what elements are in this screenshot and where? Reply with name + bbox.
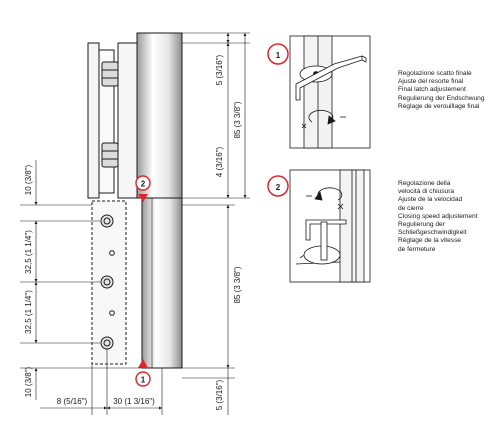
frame-plate: [87, 42, 100, 199]
upper-barrel: [136, 32, 183, 199]
dim-left-10-bottom: 10 (3/8"): [24, 366, 33, 397]
step2-line-en: Closing speed adjustement: [398, 212, 478, 220]
step1-detail: [267, 35, 371, 149]
step1-badge-circle: [267, 43, 289, 65]
dim-top-85: 85 (3 3/8"): [233, 101, 242, 138]
dim-top-5: 5 (3/16"): [215, 54, 224, 85]
marker-top: [135, 175, 151, 202]
dim-right-85: 85 (3 3/8"): [233, 266, 242, 303]
step2-detail: [267, 169, 371, 283]
frame-screw-top: [101, 61, 119, 87]
step1-line-es: Ajuste del resorte final: [398, 78, 464, 86]
step2-line-es-1: Ajuste de la velocidad: [398, 196, 463, 204]
step2-line-es-2: de cierre: [398, 204, 424, 212]
step2-line-it-2: velocità di chiusura: [398, 188, 455, 196]
hinge-body: [87, 32, 183, 369]
step1-badge: 1: [276, 51, 281, 60]
step1-line-de: Regulierung der Endschwung: [398, 94, 485, 102]
frame-screw-bottom: [101, 142, 119, 168]
marker-top-label: 2: [141, 180, 146, 189]
step2-line-fr-1: Réglage de la vitesse: [398, 237, 462, 245]
lower-barrel: [141, 197, 183, 369]
step1-text: Regolazione scatto finale Ajuste del res…: [398, 70, 485, 111]
step2-line-de-2: Schließgeschwindigkeit: [398, 229, 467, 237]
step2-text: Regolazione della velocità di chiusura A…: [398, 180, 478, 254]
marker-bottom-label: 1: [141, 376, 146, 385]
step2-illustration: [295, 169, 365, 283]
step2-badge-circle: [267, 175, 289, 197]
step1-line-en: Final latch adjustement: [398, 86, 466, 94]
dimension-lines: [20, 32, 250, 415]
step1-line-it: Regolazione scatto finale: [398, 70, 472, 77]
step2-badge: 2: [276, 183, 281, 192]
dim-left-32-5-b: 32,5 (1 1/4"): [24, 290, 33, 334]
step2-line-it-1: Regolazione della: [398, 180, 451, 187]
step2-line-fr-2: de fermeture: [398, 245, 436, 253]
step1-illustration: [295, 35, 367, 149]
step1-line-fr: Réglage de verouillage final: [398, 102, 480, 110]
door-plate-holes: [100, 214, 115, 350]
dim-bottom-30: 30 (1 3/16"): [113, 397, 155, 406]
marker-bottom: [135, 359, 151, 387]
dim-left-32-5-a: 32,5 (1 1/4"): [24, 230, 33, 274]
dim-bottom-5: 5 (3/16"): [215, 379, 224, 410]
dim-left-10-top: 10 (3/8"): [24, 164, 33, 195]
dim-top-4: 4 (3/16"): [215, 146, 224, 177]
step2-line-de-1: Regulierung der: [398, 221, 445, 229]
dim-bottom-8: 8 (5/16"): [57, 397, 88, 406]
